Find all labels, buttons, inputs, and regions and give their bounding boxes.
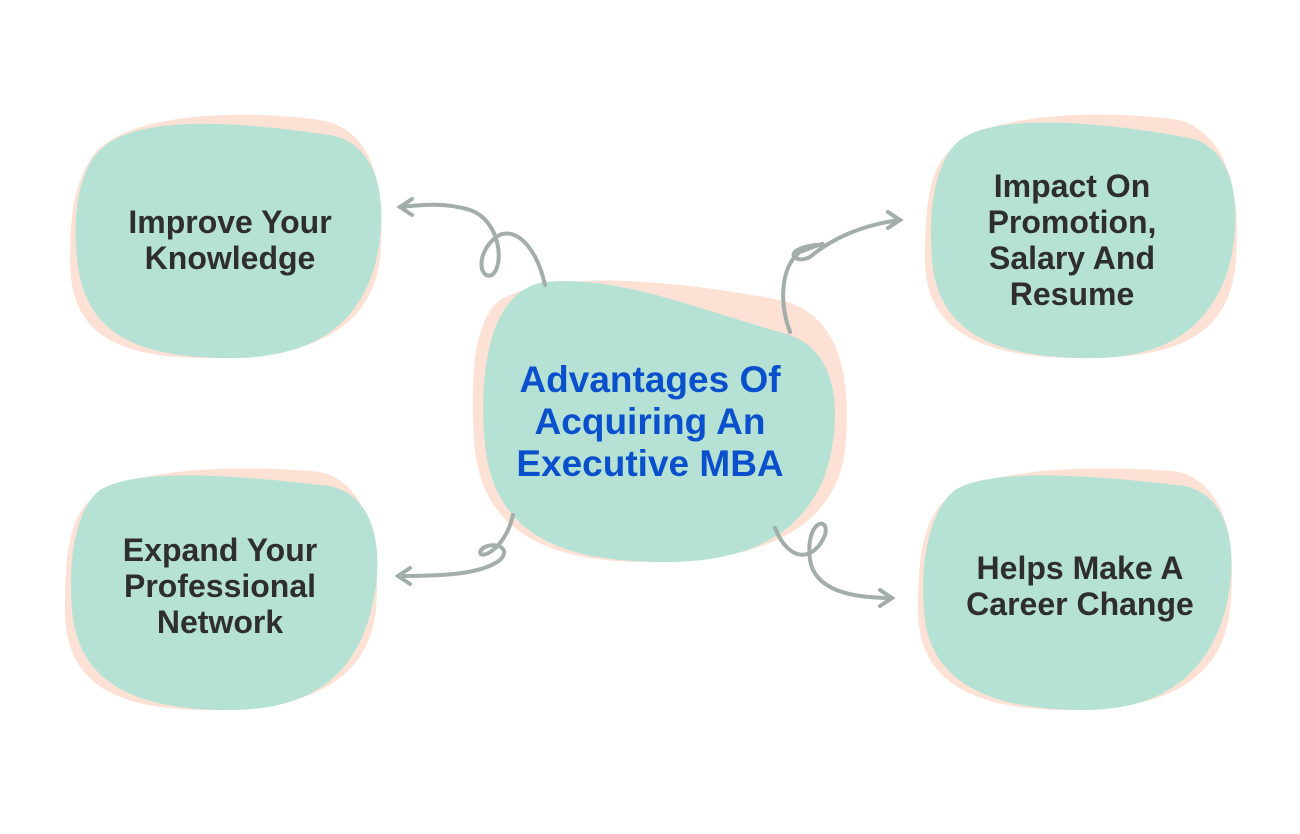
node-line: Salary And [989, 240, 1155, 276]
blob-bottom-left [70, 475, 378, 711]
node-line: Promotion, [987, 204, 1157, 240]
node-impact-promotion: Impact On Promotion, Salary And Resume [922, 168, 1222, 312]
node-line: Network [156, 604, 284, 640]
node-line: Resume [1009, 276, 1135, 312]
blob-top-right [930, 122, 1236, 359]
arrow-top-right [781, 218, 902, 334]
arrow-top-left [398, 202, 547, 287]
node-improve-knowledge: Improve Your Knowledge [80, 204, 380, 276]
center-line: Acquiring An [534, 401, 766, 442]
blob-bottom-right [923, 475, 1232, 711]
center-topic: Advantages Of Acquiring An Executive MBA [480, 359, 820, 485]
blob-top-left [75, 123, 382, 359]
node-line: Professional [123, 568, 317, 604]
node-line: Impact On [993, 168, 1151, 204]
node-line: Career Change [966, 586, 1194, 622]
center-line: Advantages Of [519, 359, 781, 400]
arrow-bottom-right [773, 521, 894, 600]
center-line: Executive MBA [516, 443, 784, 484]
node-career-change: Helps Make A Career Change [925, 550, 1235, 622]
node-line: Knowledge [144, 240, 316, 276]
arrow-bottom-left [396, 513, 515, 578]
node-expand-network: Expand Your Professional Network [70, 532, 370, 640]
node-line: Expand Your [122, 532, 318, 568]
node-line: Improve Your [128, 204, 332, 240]
connector-arrows [394, 197, 904, 608]
node-line: Helps Make A [976, 550, 1184, 586]
blob-center [483, 281, 836, 562]
